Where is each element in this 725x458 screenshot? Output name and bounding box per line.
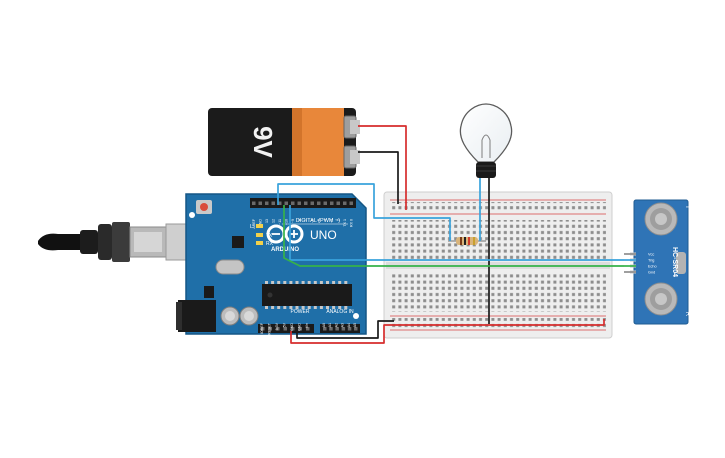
pin-label: GND bbox=[290, 323, 294, 331]
battery-label: 9V bbox=[248, 126, 278, 158]
l-label: L bbox=[250, 224, 253, 230]
pin-label: 3.3V bbox=[275, 322, 279, 330]
analog-pin[interactable] bbox=[329, 327, 333, 331]
analog-pin[interactable] bbox=[347, 327, 352, 331]
wire-trig bbox=[289, 205, 624, 261]
digital-pin[interactable] bbox=[304, 201, 308, 206]
digital-pin[interactable] bbox=[317, 201, 321, 206]
breadboard bbox=[383, 191, 613, 339]
breadboard-holes-top[interactable] bbox=[392, 220, 606, 260]
analog-pin[interactable] bbox=[335, 327, 339, 331]
digital-pin[interactable] bbox=[258, 201, 263, 206]
arduino-brand: ARDUINO bbox=[271, 247, 299, 253]
digital-pin[interactable] bbox=[343, 201, 347, 206]
usb-cable bbox=[38, 222, 195, 262]
pin-label: 12 bbox=[272, 219, 276, 223]
power-pin[interactable] bbox=[283, 327, 288, 331]
pin-label: RX 0 bbox=[350, 219, 354, 227]
pin-label: 7 bbox=[304, 219, 308, 221]
pin-label: ~10 bbox=[285, 219, 289, 225]
analog-pin[interactable] bbox=[323, 327, 327, 331]
sensor-label-t: T bbox=[684, 205, 690, 209]
analog-pin[interactable] bbox=[341, 327, 346, 331]
power-pin[interactable] bbox=[276, 327, 280, 331]
digital-pin[interactable] bbox=[330, 201, 334, 206]
digital-pin[interactable] bbox=[336, 201, 341, 206]
wires bbox=[277, 125, 636, 344]
pin-label: A0 bbox=[322, 323, 326, 327]
pin-label: 5V bbox=[283, 322, 287, 327]
digital-pin[interactable] bbox=[297, 201, 302, 206]
sensor-pin-label: Gnd bbox=[648, 271, 655, 275]
pin-label: A2 bbox=[334, 323, 338, 327]
pin-label: Vin bbox=[305, 323, 309, 328]
pin-label: A4 bbox=[347, 323, 351, 327]
arduino-model: UNO bbox=[310, 228, 337, 242]
wire-5v bbox=[290, 319, 605, 344]
pin-label: ~3 bbox=[330, 219, 334, 223]
analog-header-pins[interactable] bbox=[323, 327, 358, 331]
pin-label: 13 bbox=[265, 219, 269, 223]
wire-pin-to-resistor bbox=[277, 183, 451, 241]
power-pin[interactable] bbox=[291, 327, 295, 331]
pin-label: 2 bbox=[337, 219, 341, 221]
pin-label: GND bbox=[298, 323, 302, 331]
digital-pin[interactable] bbox=[252, 201, 256, 206]
digital-pin[interactable] bbox=[284, 201, 289, 206]
digital-pin[interactable] bbox=[291, 201, 295, 206]
digital-pin[interactable] bbox=[271, 201, 276, 206]
rx-label: RX bbox=[266, 241, 274, 247]
power-pin[interactable] bbox=[261, 327, 265, 331]
power-header-pins[interactable] bbox=[261, 327, 310, 331]
digital-pin[interactable] bbox=[310, 201, 315, 206]
wire-echo bbox=[283, 205, 624, 267]
battery-9v: 9V bbox=[208, 108, 360, 176]
power-pin[interactable] bbox=[298, 327, 303, 331]
sensor-pin-label: Trig bbox=[648, 259, 654, 263]
microcontroller-pins bbox=[265, 281, 348, 309]
pin-label: TX 1 bbox=[343, 219, 347, 227]
sensor-label-r: R bbox=[684, 312, 690, 317]
light-bulb bbox=[459, 103, 513, 178]
pin-label: IOREF bbox=[260, 322, 264, 334]
digital-pin[interactable] bbox=[278, 201, 282, 206]
power-pin[interactable] bbox=[268, 327, 273, 331]
power-pin[interactable] bbox=[306, 327, 310, 331]
pin-label: ~6 bbox=[311, 219, 315, 223]
digital-header-pins[interactable] bbox=[252, 201, 354, 206]
breadboard-holes-bottom[interactable] bbox=[392, 272, 606, 312]
pin-label: AREF bbox=[252, 218, 256, 228]
pin-label: ~9 bbox=[291, 219, 295, 223]
wire-battery-negative bbox=[358, 151, 399, 204]
digital-pin[interactable] bbox=[265, 201, 269, 206]
pin-label: A5 bbox=[353, 323, 357, 327]
digital-pin[interactable] bbox=[349, 201, 354, 206]
analog-label: ANALOG IN bbox=[326, 309, 354, 315]
digital-label: DIGITAL (PWM ~) bbox=[296, 218, 340, 224]
sensor-pin-label: Echo bbox=[648, 265, 657, 269]
pin-label: ~11 bbox=[278, 219, 282, 225]
sensor-model: HC-SR04 bbox=[671, 247, 678, 277]
analog-pin[interactable] bbox=[354, 327, 358, 331]
pin-label: 4 bbox=[324, 219, 328, 221]
pin-label: A3 bbox=[341, 323, 345, 327]
pin-label: RESET bbox=[268, 322, 272, 335]
wire-gnd bbox=[296, 320, 394, 339]
pin-label: A1 bbox=[328, 323, 332, 327]
sensor-pin-label: Vcc bbox=[648, 253, 654, 257]
pin-label: 8 bbox=[298, 219, 302, 221]
power-label: POWER bbox=[291, 309, 310, 315]
wire-battery-positive bbox=[358, 125, 407, 210]
digital-pin[interactable] bbox=[323, 201, 328, 206]
pin-label: GND bbox=[259, 219, 263, 227]
pin-label: ~5 bbox=[317, 219, 321, 223]
